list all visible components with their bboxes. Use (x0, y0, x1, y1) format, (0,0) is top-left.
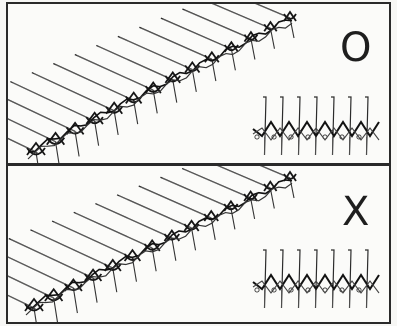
needle-shade (8, 257, 56, 299)
needle-butt (231, 49, 235, 70)
needle-butt (172, 238, 176, 261)
needle-shade (97, 205, 173, 239)
needle-shade (8, 101, 58, 143)
needle-shade (12, 83, 96, 123)
needle-butt (75, 131, 79, 156)
needle-shade (184, 169, 252, 199)
needle (226, 166, 290, 178)
needle (8, 256, 54, 298)
needle-shade (141, 187, 213, 219)
needle-butt (114, 111, 118, 135)
needle-butt (251, 39, 255, 60)
needle-shade (141, 28, 213, 60)
needle (226, 4, 290, 18)
needle-shade (54, 222, 134, 259)
needle-butt (251, 198, 255, 219)
panel-incorrect: X (6, 164, 391, 324)
needle-shade (228, 4, 292, 19)
needle-butt (231, 208, 235, 229)
needle-shade (8, 92, 77, 133)
needle-shade (162, 178, 233, 209)
incorrect-mark: X (342, 192, 369, 232)
needle-shade (34, 74, 116, 112)
needle-shade (77, 55, 155, 91)
detail-sinker (255, 135, 259, 139)
stitch-illustration-correct (8, 4, 389, 163)
needle-butt (113, 268, 117, 292)
needle-shade (32, 231, 114, 269)
needle-butt (95, 121, 99, 146)
needle-shade (163, 19, 234, 50)
detail-inset (253, 250, 379, 308)
needle-butt (173, 80, 177, 103)
needle-butt (73, 288, 77, 313)
panel-correct: O (6, 2, 391, 165)
needle-shade (120, 37, 194, 70)
needle-shade (98, 46, 174, 80)
detail-sinker (255, 288, 259, 292)
needle-bed-group (8, 166, 296, 322)
needle-shade (11, 239, 95, 279)
needle-shade (184, 10, 252, 40)
needle-shade (55, 65, 135, 102)
needle-butt (192, 228, 196, 250)
needle-shade (76, 213, 154, 249)
detail-inset (253, 97, 379, 155)
stitch-illustration-incorrect (8, 166, 389, 322)
needle (204, 4, 270, 28)
needle-butt (192, 70, 196, 92)
needle-shade (119, 196, 193, 229)
needle-shade (228, 166, 292, 179)
needle (204, 166, 270, 188)
needle-butt (93, 278, 97, 303)
needle-shade (206, 166, 272, 189)
correct-mark: O (340, 28, 371, 68)
needle (8, 100, 56, 142)
needle-bed-group (8, 4, 296, 163)
needle-butt (54, 298, 58, 322)
